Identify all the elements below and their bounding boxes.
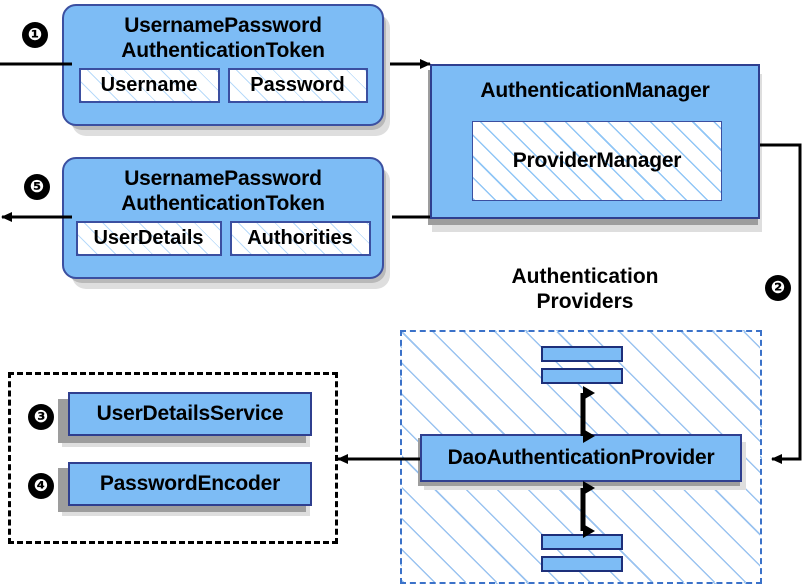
request-token-slot-password: Password (227, 68, 368, 103)
step-marker-2: ❷ (765, 275, 791, 301)
step-marker-4: ❹ (28, 473, 54, 499)
response-token-slot-userdetails: UserDetails (75, 221, 222, 256)
request-token-slot-username: Username (78, 68, 220, 103)
request-token-title-line2: AuthenticationToken (121, 39, 325, 62)
authentication-manager-box[interactable]: AuthenticationManager ProviderManager (430, 64, 760, 219)
step-marker-5: ❺ (24, 174, 50, 200)
provider-manager-box[interactable]: ProviderManager (472, 121, 722, 201)
response-token-title: UsernamePassword AuthenticationToken (64, 159, 382, 216)
response-token-card[interactable]: UsernamePassword AuthenticationToken Use… (62, 157, 384, 279)
response-token-title-line2: AuthenticationToken (121, 192, 325, 215)
step-marker-1: ❶ (22, 22, 48, 48)
response-token-slot-authorities: Authorities (229, 221, 371, 256)
authentication-manager-title: AuthenticationManager (480, 79, 710, 102)
collapsed-provider-bar-top-2[interactable] (541, 368, 623, 384)
collapsed-provider-bar-top-1[interactable] (541, 346, 623, 362)
userdetailsservice-box[interactable]: UserDetailsService (68, 392, 312, 436)
providers-zone-title-line2: Providers (536, 290, 634, 313)
request-token-title: UsernamePassword AuthenticationToken (64, 6, 382, 63)
providers-zone-title: Authentication Providers (470, 264, 700, 314)
collapsed-provider-bar-bottom-2[interactable] (541, 556, 623, 572)
collapsed-provider-bar-bottom-1[interactable] (541, 534, 623, 550)
response-token-slots: UserDetails Authorities (64, 221, 382, 256)
request-token-slots: Username Password (64, 68, 382, 103)
request-token-card[interactable]: UsernamePassword AuthenticationToken Use… (62, 4, 384, 126)
providers-zone-title-line1: Authentication (511, 265, 659, 288)
dao-authentication-provider-box[interactable]: DaoAuthenticationProvider (420, 434, 742, 482)
passwordencoder-box[interactable]: PasswordEncoder (68, 462, 312, 506)
request-token-title-line1: UsernamePassword (124, 14, 322, 37)
response-token-title-line1: UsernamePassword (124, 167, 322, 190)
step-marker-3: ❸ (28, 404, 54, 430)
line-manager-to-provider (760, 143, 802, 464)
